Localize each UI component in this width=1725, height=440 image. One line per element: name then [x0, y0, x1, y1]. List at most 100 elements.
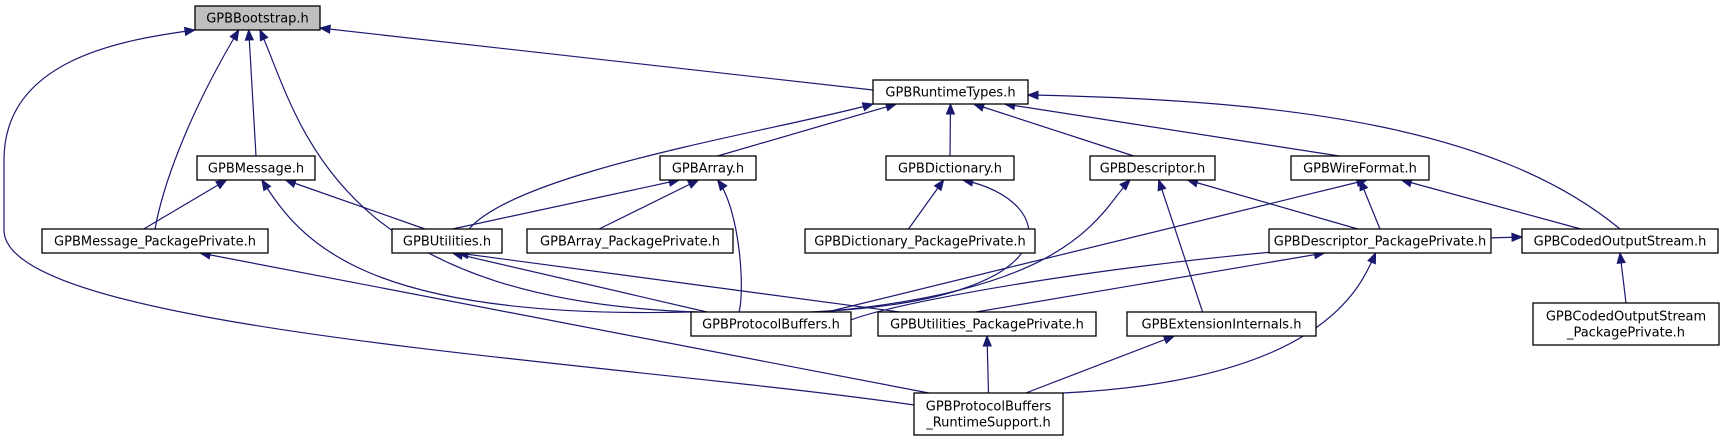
node-box-message_pp: [41, 228, 269, 254]
edge-codedoutput-to-protocolbuffers-arrowhead: [1511, 232, 1524, 242]
edge-message_pp-to-runtimesupport: [200, 252, 930, 394]
node-box-message: [196, 155, 316, 181]
node-label-descriptor_pp: GPBDescriptor_PackagePrivate.h: [1274, 235, 1486, 250]
node-bootstrap[interactable]: GPBBootstrap.h: [194, 5, 321, 31]
node-label-array: GPBArray.h: [672, 162, 744, 177]
edge-array-to-array_pp: [598, 179, 699, 230]
edge-message-to-utilities-arrowhead: [284, 179, 297, 188]
node-box-extensioninternals: [1126, 311, 1317, 337]
edge-descriptor-to-protocolbuffers-arrowhead: [1119, 179, 1131, 191]
edge-utilities-to-protocolbuffers: [452, 252, 708, 313]
node-codedoutput_pp[interactable]: GPBCodedOutputStream_PackagePrivate.h: [1532, 302, 1720, 346]
node-dictionary_pp[interactable]: GPBDictionary_PackagePrivate.h: [804, 228, 1036, 254]
edge-message-to-message_pp: [143, 179, 227, 230]
edge-bootstrap-to-protocolbuffers-arrowhead: [259, 28, 269, 42]
node-array[interactable]: GPBArray.h: [659, 155, 757, 181]
node-box-dictionary_pp: [804, 228, 1036, 254]
node-runtimesupport[interactable]: GPBProtocolBuffers_RuntimeSupport.h: [913, 392, 1064, 436]
node-label-message: GPBMessage.h: [208, 162, 304, 177]
node-message[interactable]: GPBMessage.h: [196, 155, 316, 181]
edge-descriptor-to-protocolbuffers: [818, 179, 1131, 313]
edge-bootstrap-to-message_pp-arrowhead: [229, 28, 240, 42]
node-runtimetypes[interactable]: GPBRuntimeTypes.h: [872, 79, 1029, 105]
node-label-wireformat: GPBWireFormat.h: [1303, 162, 1417, 177]
edge-message-to-protocolbuffers: [261, 179, 692, 314]
node-wireformat[interactable]: GPBWireFormat.h: [1290, 155, 1430, 181]
edge-array-to-protocolbuffers-arrowhead: [716, 178, 728, 192]
node-label-codedoutput_pp-0: GPBCodedOutputStream: [1546, 310, 1706, 325]
node-box-array: [659, 155, 757, 181]
node-box-codedoutput_pp: [1532, 302, 1720, 346]
edge-descriptor-to-extensioninternals: [1158, 179, 1204, 313]
edge-runtimetypes-to-dictionary-arrowhead: [945, 102, 956, 115]
edge-bootstrap-to-runtimetypes-arrowhead: [318, 24, 331, 34]
node-label-runtimetypes: GPBRuntimeTypes.h: [885, 86, 1015, 101]
node-label-protocolbuffers: GPBProtocolBuffers.h: [702, 318, 840, 333]
edge-runtimetypes-to-array: [717, 103, 897, 157]
node-box-array_pp: [526, 228, 734, 254]
edge-runtimetypes-to-descriptor: [973, 103, 1134, 157]
edge-message-to-message_pp-arrowhead: [215, 179, 228, 190]
node-box-bootstrap: [194, 5, 321, 31]
node-box-runtimesupport: [913, 392, 1064, 436]
edge-runtimetypes-to-codedoutput-arrowhead: [1026, 90, 1039, 100]
edge-extensioninternals-to-runtimesupport-arrowhead: [1162, 335, 1176, 345]
edge-array-to-protocolbuffers: [717, 179, 742, 313]
node-label-message_pp: GPBMessage_PackagePrivate.h: [54, 235, 256, 250]
edge-utilities-to-utilities_pp: [457, 252, 900, 313]
node-descriptor_pp[interactable]: GPBDescriptor_PackagePrivate.h: [1268, 228, 1492, 254]
edge-wireformat-to-descriptor_pp-arrowhead: [1359, 178, 1369, 192]
node-label-codedoutput_pp-1: _PackagePrivate.h: [1566, 326, 1685, 341]
node-message_pp[interactable]: GPBMessage_PackagePrivate.h: [41, 228, 269, 254]
node-codedoutput[interactable]: GPBCodedOutputStream.h: [1521, 228, 1719, 254]
edge-extensioninternals-to-runtimesupport: [1025, 335, 1175, 394]
node-box-descriptor: [1089, 155, 1216, 181]
node-label-bootstrap: GPBBootstrap.h: [206, 12, 309, 27]
edge-bootstrap-to-message-arrowhead: [244, 28, 255, 41]
edge-utilities_pp-to-runtimesupport-arrowhead: [982, 334, 993, 347]
edge-array-to-array_pp-arrowhead: [686, 179, 700, 189]
node-descriptor[interactable]: GPBDescriptor.h: [1089, 155, 1216, 181]
node-box-descriptor_pp: [1268, 228, 1492, 254]
edge-dictionary-to-dictionary_pp-arrowhead: [933, 178, 945, 192]
node-box-runtimetypes: [872, 79, 1029, 105]
edge-runtimetypes-to-wireformat: [1004, 103, 1340, 157]
node-label-array_pp: GPBArray_PackagePrivate.h: [540, 235, 720, 250]
edge-codedoutput-to-codedoutput_pp-arrowhead: [1616, 251, 1626, 264]
edge-descriptor_pp-to-utilities_pp: [975, 252, 1325, 313]
node-utilities_pp[interactable]: GPBUtilities_PackagePrivate.h: [877, 311, 1097, 337]
node-label-utilities: GPBUtilities.h: [403, 235, 491, 250]
nodes-layer: GPBBootstrap.hGPBRuntimeTypes.hGPBMessag…: [41, 5, 1720, 436]
node-label-codedoutput: GPBCodedOutputStream.h: [1534, 235, 1707, 250]
edge-wireformat-to-codedoutput: [1401, 179, 1581, 230]
edge-bootstrap-to-message: [248, 29, 257, 157]
edge-runtimetypes-to-utilities-arrowhead: [861, 102, 875, 112]
edge-message-to-utilities: [285, 179, 426, 230]
edge-bootstrap-to-runtimesupport: [3, 29, 915, 406]
edge-wireformat-to-protocolbuffers: [826, 179, 1368, 313]
node-array_pp[interactable]: GPBArray_PackagePrivate.h: [526, 228, 734, 254]
node-label-runtimesupport-1: _RuntimeSupport.h: [925, 416, 1051, 431]
node-label-descriptor: GPBDescriptor.h: [1100, 162, 1206, 177]
node-utilities[interactable]: GPBUtilities.h: [391, 228, 503, 254]
edge-array-to-utilities: [452, 179, 680, 230]
edge-runtimetypes-to-codedoutput: [1027, 94, 1621, 230]
node-dictionary[interactable]: GPBDictionary.h: [885, 155, 1015, 181]
node-box-protocolbuffers: [690, 311, 852, 337]
edge-message-to-protocolbuffers-arrowhead: [261, 178, 272, 192]
edge-bootstrap-to-protocolbuffers: [259, 29, 698, 313]
node-label-dictionary_pp: GPBDictionary_PackagePrivate.h: [814, 235, 1026, 250]
node-label-runtimesupport-0: GPBProtocolBuffers: [926, 400, 1052, 415]
edge-descriptor-to-descriptor_pp: [1187, 179, 1358, 230]
node-box-utilities: [391, 228, 503, 254]
node-box-utilities_pp: [877, 311, 1097, 337]
node-box-codedoutput: [1521, 228, 1719, 254]
edge-descriptor_pp-to-runtimesupport-arrowhead: [1367, 251, 1377, 265]
edges-layer: [3, 24, 1627, 406]
edge-runtimetypes-to-utilities: [468, 103, 874, 230]
edge-bootstrap-to-message_pp: [154, 29, 240, 230]
node-protocolbuffers[interactable]: GPBProtocolBuffers.h: [690, 311, 852, 337]
node-extensioninternals[interactable]: GPBExtensionInternals.h: [1126, 311, 1317, 337]
node-box-dictionary: [885, 155, 1015, 181]
